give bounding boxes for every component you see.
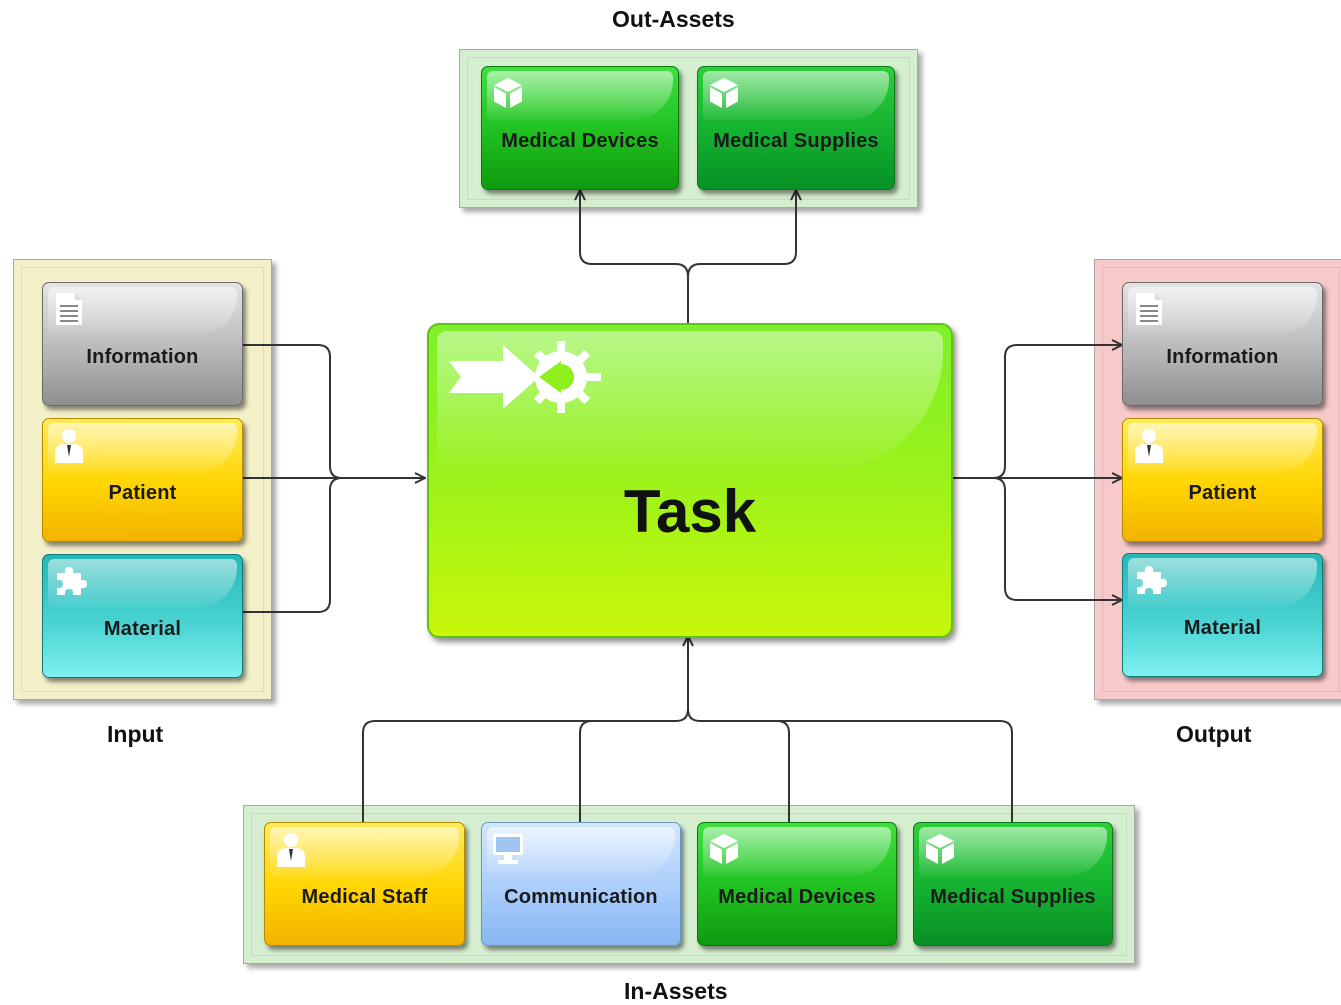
node-label: Medical Supplies bbox=[930, 886, 1096, 908]
node-label: Material bbox=[1183, 617, 1262, 639]
in-assets-title: In-Assets bbox=[624, 978, 728, 1004]
input-connector-information bbox=[243, 344, 343, 479]
in-asset-communication[interactable]: Communication bbox=[481, 822, 681, 946]
input-title: Input bbox=[107, 721, 164, 747]
out-asset-medical-supplies[interactable]: Medical Supplies bbox=[697, 66, 895, 190]
node-label: Communication bbox=[504, 886, 658, 908]
in-asset-connector-staff bbox=[362, 708, 689, 822]
node-label: Material bbox=[103, 618, 182, 640]
document-icon bbox=[1136, 293, 1162, 325]
node-label: Patient bbox=[1188, 482, 1257, 504]
output-connector-information bbox=[992, 345, 1122, 479]
puzzle-icon bbox=[1137, 566, 1167, 594]
cube-icon bbox=[710, 78, 738, 108]
node-label: Medical Devices bbox=[718, 886, 876, 908]
node-label: Patient bbox=[108, 482, 177, 504]
document-icon bbox=[56, 293, 82, 325]
output-title: Output bbox=[1176, 721, 1252, 747]
node-label: Medical Devices bbox=[501, 130, 659, 152]
input-information[interactable]: Information bbox=[42, 282, 243, 406]
person-icon bbox=[1135, 429, 1163, 463]
in-asset-connector-communication bbox=[579, 720, 593, 822]
cube-icon bbox=[494, 78, 522, 108]
node-label: Medical Supplies bbox=[713, 130, 879, 152]
task-title: Task bbox=[623, 478, 757, 545]
output-connector-material bbox=[992, 477, 1122, 600]
in-asset-medical-staff[interactable]: Medical Staff bbox=[264, 822, 465, 946]
input-connector-material bbox=[243, 477, 343, 613]
out-asset-medical-devices[interactable]: Medical Devices bbox=[481, 66, 679, 190]
out-asset-connector-supplies bbox=[687, 190, 796, 278]
in-asset-connector-supplies bbox=[687, 708, 1013, 822]
puzzle-icon bbox=[57, 567, 87, 595]
cube-icon bbox=[926, 834, 954, 864]
in-asset-connector-devices bbox=[776, 720, 790, 822]
task-node[interactable]: Task bbox=[427, 323, 953, 638]
output-information[interactable]: Information bbox=[1122, 282, 1323, 406]
node-label: Medical Staff bbox=[301, 886, 428, 908]
input-patient[interactable]: Patient bbox=[42, 418, 243, 542]
out-assets-title: Out-Assets bbox=[612, 6, 735, 32]
in-asset-medical-devices[interactable]: Medical Devices bbox=[697, 822, 897, 946]
task-gear-icon bbox=[449, 341, 601, 413]
person-icon bbox=[55, 429, 83, 463]
cube-icon bbox=[710, 834, 738, 864]
node-label: Information bbox=[1166, 346, 1279, 368]
node-label: Information bbox=[86, 346, 199, 368]
out-asset-connector-devices bbox=[580, 190, 676, 265]
in-asset-medical-supplies[interactable]: Medical Supplies bbox=[913, 822, 1113, 946]
output-patient[interactable]: Patient bbox=[1122, 418, 1323, 542]
out-asset-connector-trunk bbox=[675, 263, 689, 323]
output-material[interactable]: Material bbox=[1122, 553, 1323, 677]
input-material[interactable]: Material bbox=[42, 554, 243, 678]
monitor-icon bbox=[493, 834, 523, 864]
person-icon bbox=[277, 833, 305, 867]
